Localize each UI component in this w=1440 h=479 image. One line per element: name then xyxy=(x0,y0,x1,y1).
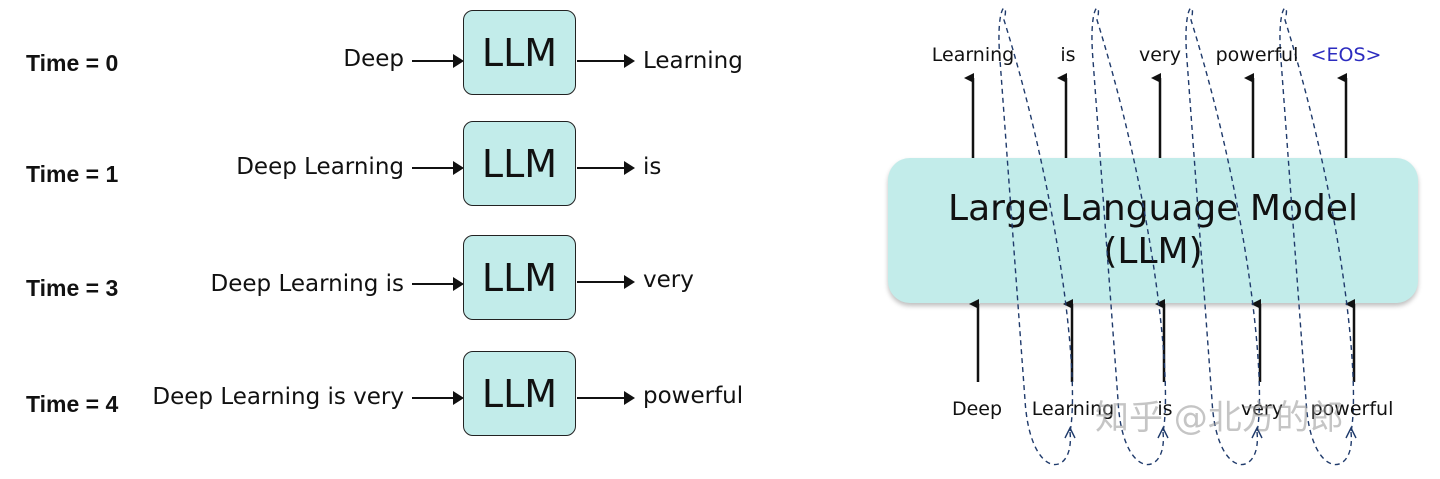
output-text: is xyxy=(643,154,662,180)
input-text: Deep Learning is xyxy=(210,271,404,297)
watermark: 知乎 @北方的郎 xyxy=(1095,398,1344,438)
input-text: Deep Learning xyxy=(236,154,404,180)
input-arrow xyxy=(412,391,464,405)
output-arrow xyxy=(577,391,635,405)
input-arrow xyxy=(412,161,464,175)
output-arrow xyxy=(577,54,635,68)
time-label: Time = 3 xyxy=(26,275,119,301)
input-text: Deep Learning is very xyxy=(152,384,404,410)
input-arrow xyxy=(412,54,464,68)
input-token-deep: Deep xyxy=(951,398,1003,420)
output-text: powerful xyxy=(643,383,744,409)
output-token-eos: <EOS> xyxy=(1310,44,1382,66)
input-text: Deep xyxy=(343,46,404,72)
time-step-3: Time = 3 Deep Learning is LLM very xyxy=(0,235,760,325)
loop-arrowhead-4 xyxy=(1345,426,1357,439)
output-token-learning: Learning xyxy=(931,44,1015,66)
time-label: Time = 1 xyxy=(26,161,119,187)
llm-box: LLM xyxy=(463,235,576,320)
input-arrows xyxy=(969,299,1356,382)
output-text: very xyxy=(643,267,694,293)
time-step-4: Time = 4 Deep Learning is very LLM power… xyxy=(0,351,760,441)
output-arrows xyxy=(964,73,1348,158)
model-title-line1: Large Language Model xyxy=(948,188,1358,230)
output-token-very: very xyxy=(1139,44,1181,66)
time-step-0: Time = 0 Deep LLM Learning xyxy=(0,10,760,100)
time-label: Time = 0 xyxy=(26,50,119,76)
input-arrow xyxy=(412,277,464,291)
llm-box: LLM xyxy=(463,10,576,95)
output-text: Learning xyxy=(643,48,743,74)
llm-box: LLM xyxy=(463,121,576,206)
time-step-1: Time = 1 Deep Learning LLM is xyxy=(0,121,760,211)
time-label: Time = 4 xyxy=(26,391,119,417)
large-language-model-box: Large Language Model (LLM) xyxy=(888,158,1418,303)
output-arrow xyxy=(577,275,635,289)
loop-arrowhead-1 xyxy=(1064,426,1076,439)
output-token-is: is xyxy=(1060,44,1076,66)
output-arrow xyxy=(577,161,635,175)
model-title-line2: (LLM) xyxy=(1103,230,1203,272)
llm-box: LLM xyxy=(463,351,576,436)
output-token-powerful: powerful xyxy=(1215,44,1299,66)
